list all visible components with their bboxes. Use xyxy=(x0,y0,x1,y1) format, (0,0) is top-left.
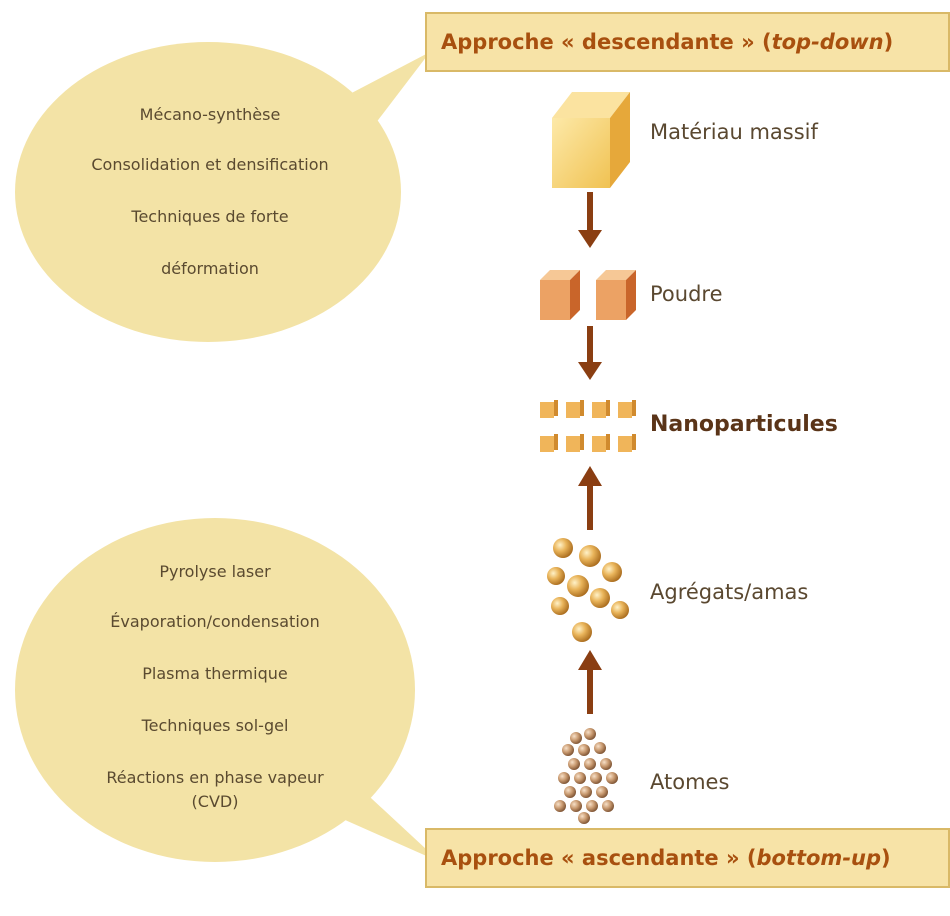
bottom-up-methods: Pyrolyse laser Évaporation/condensation … xyxy=(45,562,385,811)
method-item: (CVD) xyxy=(191,792,239,811)
top-down-banner-emph: top-down xyxy=(771,30,884,54)
stage-label-atoms: Atomes xyxy=(650,770,730,794)
method-item: Réactions en phase vapeur xyxy=(106,768,324,787)
bottom-up-banner-suffix: ) xyxy=(881,846,891,870)
stage-label-aggregates: Agrégats/amas xyxy=(650,580,809,604)
arrow-down-2 xyxy=(578,326,602,380)
bottom-up-banner: Approche « ascendante » (bottom-up) xyxy=(425,828,950,888)
aggregates-clusters xyxy=(547,538,629,642)
method-item: Techniques sol-gel xyxy=(141,716,289,735)
atoms-cluster xyxy=(554,728,618,824)
stage-label-powder: Poudre xyxy=(650,282,723,306)
method-item: Évaporation/condensation xyxy=(110,612,320,631)
stage-label-bulk: Matériau massif xyxy=(650,120,818,144)
top-down-banner: Approche « descendante » (top-down) xyxy=(425,12,950,72)
method-item: Plasma thermique xyxy=(142,664,288,683)
bottom-up-banner-emph: bottom-up xyxy=(756,846,882,870)
top-down-methods: Mécano-synthèse Consolidation et densifi… xyxy=(40,105,380,278)
arrow-up-1 xyxy=(578,466,602,530)
bottom-up-banner-prefix: Approche « ascendante » ( xyxy=(441,846,757,870)
powder-cubes xyxy=(540,270,636,320)
method-item: Consolidation et densification xyxy=(91,155,329,174)
nanoparticle-grid xyxy=(540,400,636,452)
stage-label-nanoparticles: Nanoparticules xyxy=(650,412,838,437)
arrow-up-2 xyxy=(578,650,602,714)
top-down-banner-suffix: ) xyxy=(883,30,894,54)
top-down-banner-prefix: Approche « descendante » ( xyxy=(441,30,772,54)
bottom-bubble xyxy=(15,518,440,862)
method-item: déformation xyxy=(161,259,259,278)
arrow-down-1 xyxy=(578,192,602,248)
bulk-material-cube xyxy=(552,92,630,188)
top-bubble xyxy=(15,42,430,342)
method-item: Techniques de forte xyxy=(131,207,289,226)
method-item: Pyrolyse laser xyxy=(159,562,271,581)
method-item: Mécano-synthèse xyxy=(139,105,281,124)
